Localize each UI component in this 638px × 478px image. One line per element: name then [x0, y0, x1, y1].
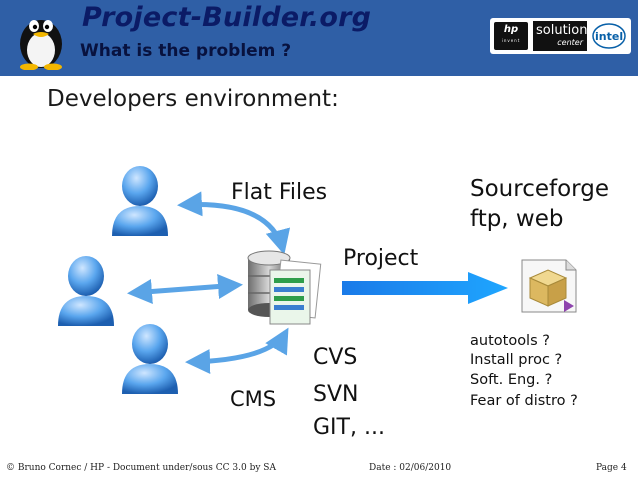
project-arrow	[342, 272, 508, 304]
question-item: Fear of distro ?	[470, 393, 578, 409]
flat-files-connector	[177, 191, 291, 255]
flat-files-label: Flat Files	[231, 180, 328, 205]
footer-date: Date : 02/06/2010	[369, 463, 452, 473]
cms-label: CMS	[230, 387, 277, 411]
slide-subtitle: What is the problem ?	[80, 41, 292, 61]
footer-page-number: Page 4	[596, 463, 627, 473]
database-files-icon	[247, 250, 322, 325]
question-item: Soft. Eng. ?	[470, 372, 553, 388]
slide-heading: Developers environment:	[47, 86, 339, 112]
ftp-web-label: ftp, web	[470, 206, 564, 232]
hp-caption: invent	[501, 38, 521, 43]
intel-logo	[592, 23, 626, 49]
package-icon	[521, 259, 577, 313]
intel-text: intel	[595, 30, 624, 43]
solution-text: solution	[536, 23, 588, 38]
cvs-label: CVS	[313, 345, 358, 370]
hp-logo: hp invent	[494, 22, 528, 50]
title-bar: Project-Builder.org What is the problem …	[0, 0, 638, 76]
sponsor-logos: hp invent solution center intel	[490, 18, 631, 54]
sourceforge-label: Sourceforge	[470, 176, 609, 202]
user-icon	[112, 166, 168, 236]
project-label: Project	[343, 246, 419, 271]
question-item: autotools ?	[470, 333, 550, 349]
user-connector	[127, 274, 243, 304]
user-icon	[122, 324, 178, 394]
cms-connector	[185, 327, 289, 374]
site-title: Project-Builder.org	[82, 2, 372, 33]
tux-logo	[20, 20, 62, 70]
hp-mark: hp	[503, 24, 519, 35]
git-label: GIT, ...	[313, 415, 385, 440]
svn-label: SVN	[313, 382, 359, 407]
center-text: center	[557, 38, 583, 47]
solution-center-logo: solution center	[533, 21, 587, 51]
user-icon	[58, 256, 114, 326]
question-item: Install proc ?	[470, 352, 563, 368]
footer-copyright: © Bruno Cornec / HP - Document under/sou…	[6, 463, 276, 473]
